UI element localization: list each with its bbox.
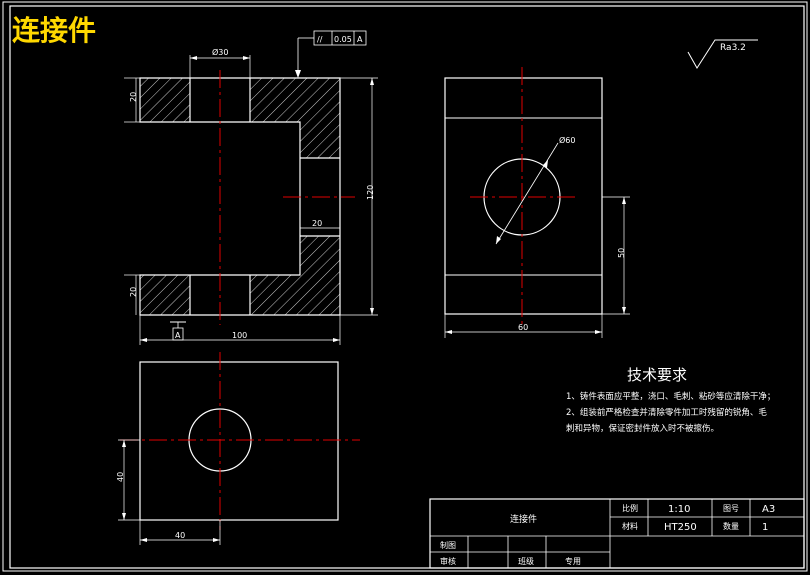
roughness-value: Ra3.2 [720,43,746,53]
roughness-symbol: Ra3.2 [687,39,758,69]
technical-requirements: 技术要求 1、铸件表面应平整，浇口、毛刺、粘砂等应清除干净； 2、组装前严格检查… [566,366,775,434]
tb-scale: 1:10 [668,504,690,515]
tb-qty: 1 [762,522,768,533]
dim-top-flange: 20 [129,92,138,102]
tech-heading: 技术要求 [627,366,687,384]
datum-a: A [170,321,186,341]
tolerance-datum: A [357,35,363,44]
drawing-title: 连接件 [12,14,96,47]
datum-label: A [175,331,181,340]
tech-line-2a: 2、组装前严格检查并清除零件加工时残留的锐角、毛 [566,407,767,418]
inner-border [9,5,805,569]
tb-material-label: 材料 [622,521,638,531]
title-block [429,498,805,569]
tb-class-label: 班级 [518,556,534,566]
tech-line-2b: 刺和异物，保证密封件放入时不被擦伤。 [566,423,719,434]
side-outline [444,77,603,315]
tb-drawn-label: 制图 [440,540,456,550]
dim-plan-height: 40 [116,472,125,482]
front-section-view: Ø30 // 0.05 A 20 20 120 20 [124,30,378,345]
tolerance-symbol: // [317,35,323,44]
tb-size: A3 [762,504,775,515]
dim-height: 120 [366,185,375,200]
dim-bore: Ø30 [212,47,228,57]
tb-material: HT250 [664,522,697,533]
dim-right-height: 50 [617,248,626,258]
tb-review-label: 审核 [440,556,456,566]
tech-line-1: 1、铸件表面应平整，浇口、毛刺、粘砂等应清除干净； [566,391,775,402]
tb-part-name: 连接件 [510,513,537,525]
tb-drawing-no-label: 图号 [723,504,739,513]
tb-major-label: 专用 [565,556,581,566]
dim-hole-dia: Ø60 [559,135,575,145]
parallelism-tolerance: // 0.05 A [295,30,367,78]
tb-scale-label: 比例 [622,503,638,513]
dim-bottom-flange: 20 [129,287,138,297]
hatch-bottom-left [140,275,190,315]
plan-view: 40 40 [116,352,360,545]
hatch-top-left [140,78,190,122]
dim-inner-step: 20 [312,219,322,228]
side-view: Ø60 50 60 [444,67,630,338]
dim-right-width: 60 [518,323,528,332]
tolerance-value: 0.05 [334,35,352,44]
plan-outline [139,361,339,521]
dim-width: 100 [232,331,247,340]
dim-plan-width: 40 [175,531,185,540]
hatch-top-right [250,78,340,158]
tb-qty-label: 数量 [723,521,739,531]
